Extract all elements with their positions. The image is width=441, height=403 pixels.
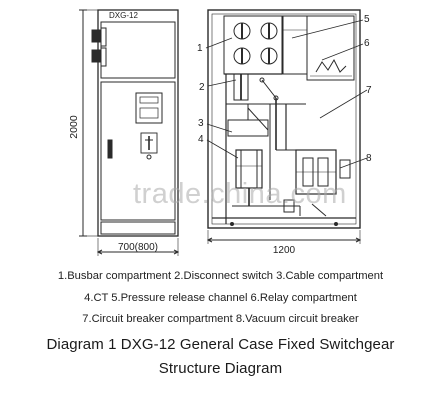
callout-7: 7 [366, 85, 372, 96]
lower-door [100, 81, 176, 221]
front-width-label: 700(800) [118, 242, 158, 253]
diagram-subtitle: Structure Diagram [158, 360, 283, 377]
callout-1: 1 [197, 43, 203, 54]
side-width-dimension: 1200 [206, 230, 362, 256]
callout-3: 3 [198, 118, 204, 129]
legend-line-3: 7.Circuit breaker compartment 8.Vacuum c… [82, 313, 359, 325]
operating-handle-icon [140, 132, 158, 160]
callout-4: 4 [198, 134, 204, 145]
relay-compartment [306, 15, 355, 81]
side-cabinet-outline [207, 9, 361, 229]
legend-line-1: 1.Busbar compartment 2.Disconnect switch… [57, 270, 384, 282]
busbar-compartment [223, 15, 283, 75]
disconnect-switch [233, 73, 279, 101]
side-width-label: 1200 [273, 245, 296, 256]
callout-6: 6 [364, 38, 370, 49]
vacuum-circuit-breaker [295, 149, 351, 195]
cable-termination [232, 199, 327, 217]
front-cabinet-outline [97, 9, 179, 237]
diagram-title: Diagram 1 DXG-12 General Case Fixed Swit… [46, 336, 395, 353]
height-dim-label: 2000 [68, 115, 80, 139]
front-base [100, 221, 176, 235]
switchgear-drawing: 2000 DXG-12 [68, 9, 372, 256]
pressure-release-channel [282, 15, 308, 75]
legend-line-2: 4.CT 5.Pressure release channel 6.Relay … [84, 292, 357, 304]
watermark: trade.china.com [133, 178, 347, 210]
door-handle-icon [107, 139, 113, 159]
callout-5: 5 [364, 14, 370, 25]
height-dimension: 2000 [68, 9, 98, 237]
cable-compartment [227, 104, 269, 137]
front-view-label: DXG-12 [109, 11, 138, 20]
callout-8: 8 [366, 153, 372, 164]
callout-numbers: 1 2 3 4 5 6 7 8 [197, 14, 372, 164]
callout-2: 2 [199, 82, 205, 93]
upper-hinge-icons [91, 27, 107, 67]
current-transformer [235, 149, 263, 206]
front-width-dimension: 700(800) [96, 238, 180, 256]
side-view: 1 2 3 4 5 6 7 8 1200 [197, 9, 372, 256]
upper-panel [100, 21, 176, 79]
callout-leaders [205, 19, 368, 169]
front-view: 2000 DXG-12 [68, 9, 180, 256]
door-window [135, 92, 163, 124]
